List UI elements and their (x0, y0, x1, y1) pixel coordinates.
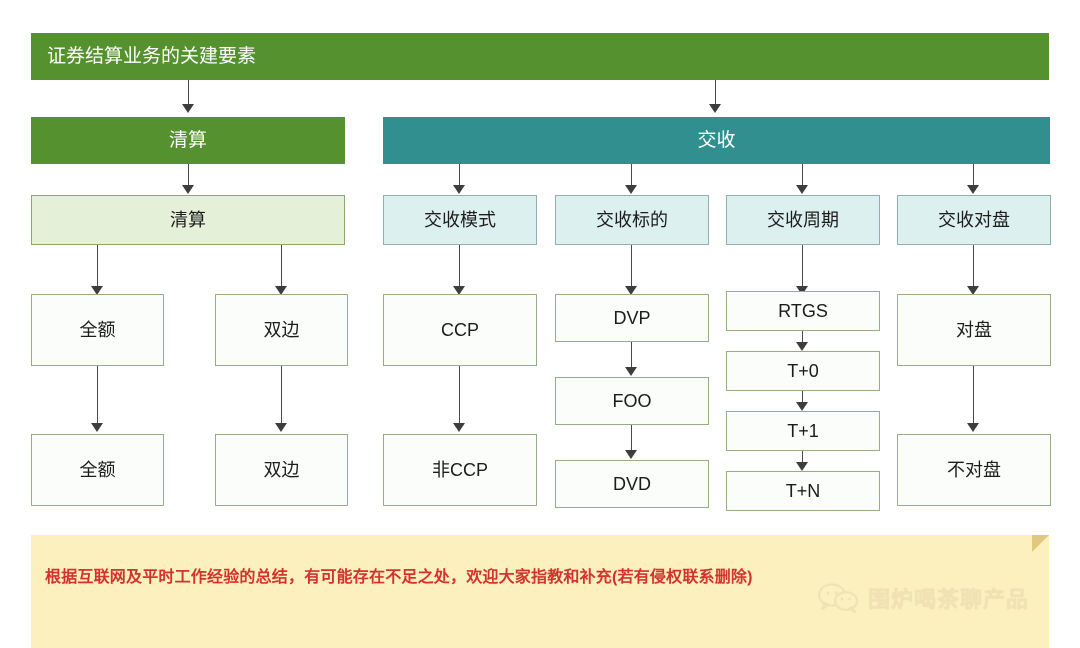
wechat-icon (817, 582, 860, 614)
branch-label-clearing: 清算 (168, 129, 207, 151)
leaf-box-clearing-bilateral-1[interactable]: 双边 (215, 294, 348, 366)
leaf-label-match-yes: 对盘 (956, 319, 992, 340)
connector-full-1-to-full-2 (97, 366, 98, 426)
connector-rtgs-to-t0 (802, 331, 803, 346)
connector-t1-to-tn (802, 451, 803, 466)
branch-bar-clearing[interactable]: 清算 (31, 117, 345, 164)
connector-clearing-to-full (97, 245, 98, 289)
category-box-settle-matching[interactable]: 交收对盘 (897, 195, 1051, 245)
leaf-label-clearing-bilateral-2: 双边 (263, 459, 300, 480)
connector-clearing-to-bilateral (281, 245, 282, 289)
connector-t0-to-t1 (802, 391, 803, 406)
arrowhead-full-1-to-full-2 (91, 423, 103, 432)
arrowhead-settlement-to-target (625, 185, 637, 194)
leaf-label-target-dvd: DVD (612, 473, 651, 494)
arrowhead-title-to-settlement (709, 104, 721, 113)
leaf-label-mode-ccp: CCP (440, 319, 479, 340)
diagram-title-bar: 证券结算业务的关建要素 (31, 33, 1049, 80)
connector-ccp-to-non-ccp (459, 366, 460, 426)
leaf-box-cycle-tn[interactable]: T+N (726, 471, 880, 511)
leaf-label-cycle-t1: T+1 (787, 420, 819, 441)
connector-settlement-to-target (631, 164, 632, 188)
arrowhead-clearing-to-bilateral (275, 286, 287, 295)
connector-settlement-to-matching (973, 164, 974, 188)
arrowhead-bilateral-1-to-bilateral-2 (275, 423, 287, 432)
arrowhead-settlement-to-matching (967, 185, 979, 194)
category-box-settle-target[interactable]: 交收标的 (555, 195, 709, 245)
connector-settlement-to-mode (459, 164, 460, 188)
connector-cycle-to-rtgs (802, 245, 803, 289)
arrowhead-mode-to-ccp (453, 286, 465, 295)
arrowhead-clearing-to-cat (182, 185, 194, 194)
arrowhead-dvp-to-foo (625, 367, 637, 376)
leaf-box-mode-non-ccp[interactable]: 非CCP (383, 434, 537, 506)
leaf-box-cycle-t1[interactable]: T+1 (726, 411, 880, 451)
footer-banner (31, 535, 1049, 648)
arrowhead-matching-to-yes (967, 286, 979, 295)
leaf-label-mode-non-ccp: 非CCP (431, 459, 488, 480)
wechat-credit: 围炉喝茶聊产品 (817, 582, 1030, 614)
leaf-box-cycle-t0[interactable]: T+0 (726, 351, 880, 391)
leaf-box-target-foo[interactable]: FOO (555, 377, 709, 425)
connector-clearing-to-cat (188, 164, 189, 188)
category-box-settle-mode[interactable]: 交收模式 (383, 195, 537, 245)
leaf-label-target-dvp: DVP (613, 307, 651, 328)
footer-fold-corner-icon (1032, 535, 1049, 552)
leaf-box-target-dvp[interactable]: DVP (555, 294, 709, 342)
leaf-label-clearing-full-2: 全额 (79, 459, 116, 480)
diagram-title: 证券结算业务的关建要素 (47, 45, 257, 67)
connector-foo-to-dvd (631, 425, 632, 453)
arrowhead-t0-to-t1 (796, 402, 808, 411)
arrowhead-settlement-to-cycle (796, 185, 808, 194)
category-label-settle-target: 交收标的 (596, 209, 668, 230)
leaf-box-match-yes[interactable]: 对盘 (897, 294, 1051, 366)
connector-title-to-clearing (188, 80, 189, 107)
category-box-settle-cycle[interactable]: 交收周期 (726, 195, 880, 245)
arrowhead-t1-to-tn (796, 462, 808, 471)
category-label-settle-mode: 交收模式 (424, 209, 496, 230)
connector-title-to-settlement (715, 80, 716, 107)
arrowhead-target-to-dvp (625, 286, 637, 295)
arrowhead-cycle-to-rtgs (796, 286, 808, 295)
connector-yes-to-no (973, 366, 974, 426)
leaf-label-clearing-bilateral-1: 双边 (263, 319, 300, 340)
leaf-label-cycle-tn: T+N (785, 480, 821, 501)
leaf-box-cycle-rtgs[interactable]: RTGS (726, 291, 880, 331)
arrowhead-ccp-to-non-ccp (453, 423, 465, 432)
arrowhead-clearing-to-full (91, 286, 103, 295)
connector-matching-to-yes (973, 245, 974, 289)
wechat-account-name: 围炉喝茶聊产品 (868, 587, 1030, 612)
arrowhead-settlement-to-mode (453, 185, 465, 194)
leaf-box-target-dvd[interactable]: DVD (555, 460, 709, 508)
branch-bar-settlement[interactable]: 交收 (383, 117, 1050, 164)
leaf-box-match-no[interactable]: 不对盘 (897, 434, 1051, 506)
leaf-label-cycle-t0: T+0 (787, 360, 819, 381)
arrowhead-title-to-clearing (182, 104, 194, 113)
leaf-label-target-foo: FOO (612, 390, 652, 411)
connector-settlement-to-cycle (802, 164, 803, 188)
connector-mode-to-ccp (459, 245, 460, 289)
footer-disclaimer-note: 根据互联网及平时工作经验的总结，有可能存在不足之处，欢迎大家指教和补充(若有侵权… (45, 569, 753, 586)
arrowhead-rtgs-to-t0 (796, 342, 808, 351)
connector-dvp-to-foo (631, 342, 632, 370)
leaf-label-cycle-rtgs: RTGS (778, 300, 828, 321)
category-label-settle-matching: 交收对盘 (938, 209, 1010, 230)
category-label-clearing: 清算 (170, 209, 206, 230)
arrowhead-yes-to-no (967, 423, 979, 432)
leaf-label-clearing-full-1: 全额 (79, 319, 116, 340)
leaf-box-clearing-full-2[interactable]: 全额 (31, 434, 164, 506)
connector-target-to-dvp (631, 245, 632, 289)
leaf-box-mode-ccp[interactable]: CCP (383, 294, 537, 366)
leaf-box-clearing-full-1[interactable]: 全额 (31, 294, 164, 366)
leaf-box-clearing-bilateral-2[interactable]: 双边 (215, 434, 348, 506)
leaf-label-match-no: 不对盘 (947, 459, 1001, 480)
connector-bilateral-1-to-bilateral-2 (281, 366, 282, 426)
category-label-settle-cycle: 交收周期 (767, 209, 839, 230)
branch-label-settlement: 交收 (697, 129, 736, 151)
arrowhead-foo-to-dvd (625, 450, 637, 459)
category-box-clearing[interactable]: 清算 (31, 195, 345, 245)
